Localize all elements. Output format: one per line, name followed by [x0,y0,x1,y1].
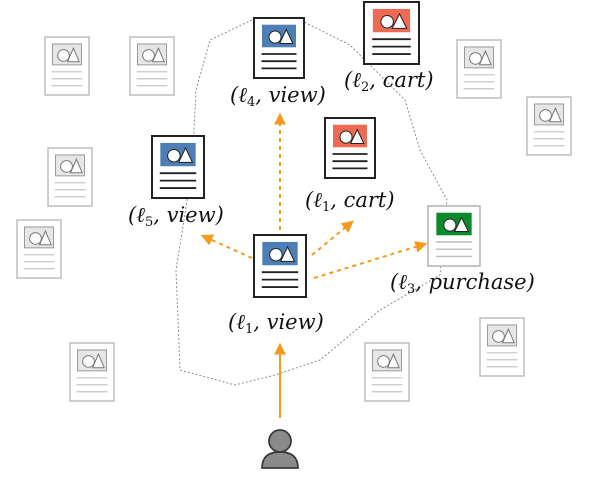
background-document-icon [47,147,93,207]
user-icon [261,429,299,469]
background-document-icon [69,342,115,402]
label-n1c: (ℓ1, cart) [305,188,395,215]
label-n1: (ℓ1, view) [228,310,324,337]
label-n5: (ℓ5, view) [128,203,224,230]
document-icon-n2 [363,1,420,65]
document-icon-n5 [151,135,205,199]
arrow-n1-to-n1c [311,220,354,256]
document-icon-n1c [324,117,376,179]
background-document-icon [456,39,502,99]
background-document-icon [479,317,525,377]
background-document-icon [129,36,175,96]
arrow-n1-to-n5 [200,234,253,259]
label-n4: (ℓ4, view) [230,83,326,110]
session-boundary [175,19,448,386]
document-icon-n4 [253,17,305,79]
document-icon-n3 [427,205,481,267]
background-document-icon [16,219,62,279]
label-n2: (ℓ2, cart) [344,68,434,95]
arrow-n1-to-n3 [313,241,428,279]
label-n3: (ℓ3, purchase) [390,270,535,297]
document-icon-n1 [253,234,307,298]
background-document-icon [364,342,410,402]
background-document-icon [44,36,90,96]
background-document-icon [526,96,572,156]
